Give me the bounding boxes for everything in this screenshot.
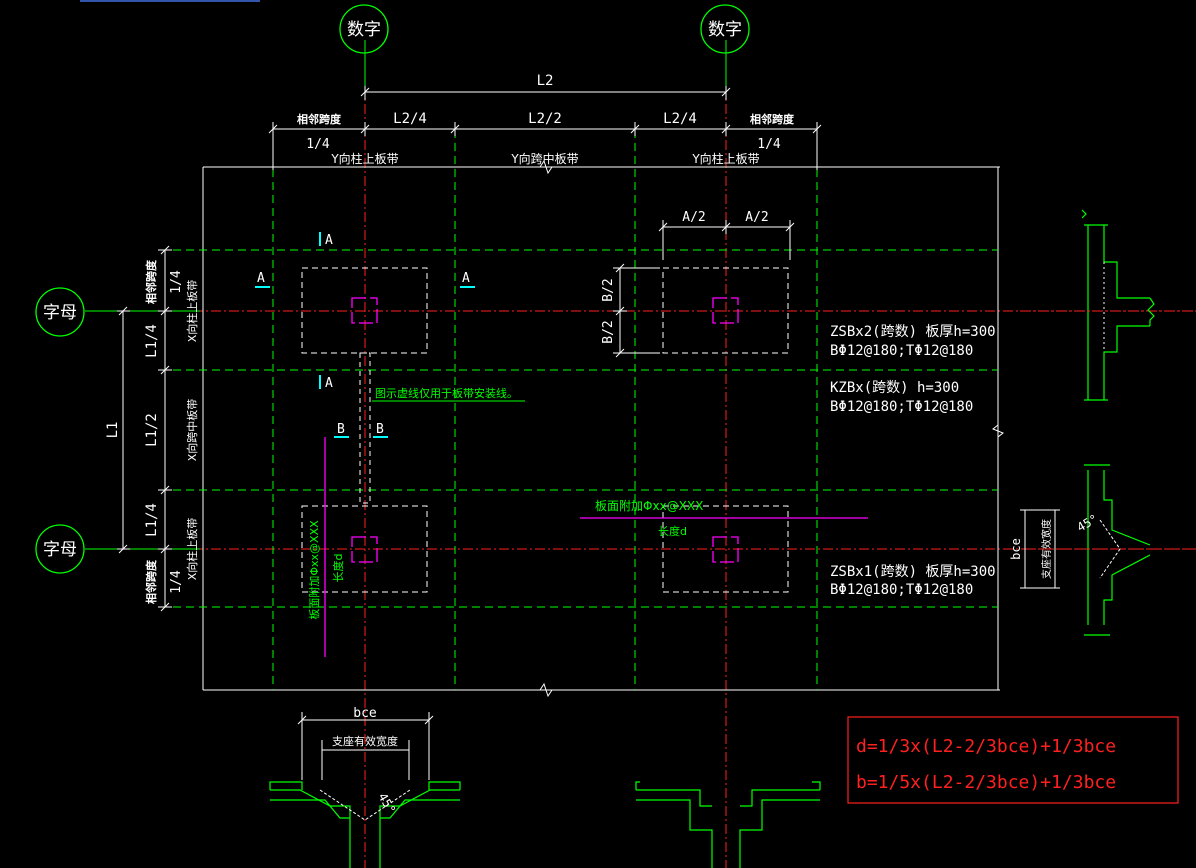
section-mark-b: B bbox=[337, 422, 345, 437]
axis-label: 字母 bbox=[43, 303, 77, 323]
window-edge bbox=[80, 0, 260, 2]
dim-adjacent-span: 相邻跨度 bbox=[297, 112, 342, 126]
left-dimension-labels: L1 相邻跨度 1/4 X向柱上板带 L1/4 L1/2 X向跨中板带 L1/4… bbox=[105, 259, 199, 604]
dim-l1: L1 bbox=[105, 422, 121, 439]
dim-quarter: L1/4 bbox=[144, 324, 160, 358]
virtual-line-note: 图示虚线仅用于板带安装线。 bbox=[375, 386, 518, 400]
axis-label: 数字 bbox=[708, 20, 742, 40]
top-dimension-labels: L2 相邻跨度 L2/4 L2/2 L2/4 相邻跨度 1/4 1/4 Y向柱上… bbox=[297, 73, 795, 166]
zsb2-title: ZSBx2(跨数) 板厚h=300 bbox=[830, 324, 996, 340]
zsb1-title: ZSBx1(跨数) 板厚h=300 bbox=[830, 564, 996, 580]
dim-adjacent-span: 相邻跨度 bbox=[144, 559, 158, 604]
strip-label-y: Y向柱上板带 bbox=[691, 151, 759, 166]
section-mark-a: A bbox=[462, 271, 470, 286]
dim-b-half: B/2 bbox=[601, 320, 616, 343]
dim-bce: bce bbox=[353, 706, 377, 721]
rebar-length-label: 长度d bbox=[658, 524, 687, 538]
dim-a-half: A/2 bbox=[745, 210, 768, 225]
right-section-bottom: bce 支座有效宽度 45° bbox=[1009, 464, 1196, 636]
kzb-title: KZBx(跨数) h=300 bbox=[830, 380, 959, 396]
left-dimension-chain bbox=[117, 245, 172, 612]
right-section-top bbox=[1020, 209, 1196, 401]
strip-label-x: X向柱上板带 bbox=[185, 518, 199, 581]
column-caps bbox=[301, 267, 789, 593]
slab-outline bbox=[202, 159, 1004, 698]
axis-label: 数字 bbox=[347, 20, 381, 40]
cap-dimensions bbox=[613, 220, 795, 358]
strip-label-y: Y向跨中板带 bbox=[510, 151, 578, 166]
dim-quarter: L1/4 bbox=[144, 503, 160, 537]
strip-label-y: Y向柱上板带 bbox=[330, 151, 398, 166]
strip-specs: ZSBx2(跨数) 板厚h=300 BΦ12@180;TΦ12@180 KZBx… bbox=[830, 324, 996, 598]
dim-l2: L2 bbox=[537, 73, 554, 89]
bottom-section-right bbox=[635, 781, 821, 868]
strip-label-x: X向柱上板带 bbox=[185, 280, 199, 343]
section-mark-a: A bbox=[325, 233, 333, 248]
axis-bubble-column-right: 数字 bbox=[700, 4, 750, 54]
rebar-length-label: 长度d bbox=[331, 554, 345, 583]
additional-rebar: 板面附加Φxx@XXX 长度d 板面附加Φxx@XXX 长度d bbox=[307, 437, 868, 657]
dim-fraction: 1/4 bbox=[757, 137, 781, 152]
columns bbox=[351, 297, 739, 563]
dim-adjacent-span: 相邻跨度 bbox=[750, 112, 795, 126]
dim-quarter: L2/4 bbox=[393, 111, 427, 127]
support-width-label: 支座有效宽度 bbox=[1040, 519, 1053, 579]
column-axis-lines bbox=[364, 40, 727, 868]
formula-d: d=1/3x(L2-2/3bce)+1/3bce bbox=[856, 736, 1116, 757]
section-mark-a: A bbox=[325, 376, 333, 391]
row-axis-lines bbox=[85, 310, 1196, 550]
dim-half: L2/2 bbox=[528, 111, 562, 127]
axis-label: 字母 bbox=[43, 540, 77, 560]
support-width-label: 支座有效宽度 bbox=[332, 734, 398, 748]
axis-bubble-column-left: 数字 bbox=[339, 4, 389, 54]
rebar-add-label: 板面附加Φxx@XXX bbox=[595, 499, 703, 513]
dim-fraction: 1/4 bbox=[306, 137, 330, 152]
formula-box: d=1/3x(L2-2/3bce)+1/3bce b=1/5x(L2-2/3bc… bbox=[847, 716, 1179, 804]
dim-fraction: 1/4 bbox=[169, 570, 184, 594]
rebar-add-label: 板面附加Φxx@XXX bbox=[307, 520, 321, 620]
angle-label: 45° bbox=[1075, 512, 1101, 535]
dim-half: L1/2 bbox=[144, 413, 160, 447]
axis-bubble-row-bottom: 字母 bbox=[35, 524, 85, 574]
kzb-rebar: BΦ12@180;TΦ12@180 bbox=[830, 399, 973, 415]
section-mark-b: B bbox=[376, 422, 384, 437]
strip-boundaries bbox=[160, 130, 998, 690]
axis-bubble-row-top: 字母 bbox=[35, 287, 85, 337]
section-marks: A A A A B B bbox=[255, 232, 475, 438]
dim-adjacent-span: 相邻跨度 bbox=[144, 259, 158, 304]
strip-label-x: X向跨中板带 bbox=[185, 399, 199, 462]
cap-dimension-labels: A/2 A/2 B/2 B/2 bbox=[601, 210, 769, 344]
dim-fraction: 1/4 bbox=[169, 270, 184, 294]
zsb2-rebar: BΦ12@180;TΦ12@180 bbox=[830, 343, 973, 359]
formula-b: b=1/5x(L2-2/3bce)+1/3bce bbox=[856, 772, 1116, 793]
dim-quarter: L2/4 bbox=[663, 111, 697, 127]
zsb1-rebar: BΦ12@180;TΦ12@180 bbox=[830, 582, 973, 598]
install-line: 图示虚线仅用于板带安装线。 bbox=[359, 352, 525, 504]
dim-bce: bce bbox=[1009, 538, 1023, 560]
dim-b-half: B/2 bbox=[601, 278, 616, 301]
top-dimension-chain bbox=[268, 86, 822, 170]
section-mark-a: A bbox=[257, 271, 265, 286]
dim-a-half: A/2 bbox=[682, 210, 705, 225]
